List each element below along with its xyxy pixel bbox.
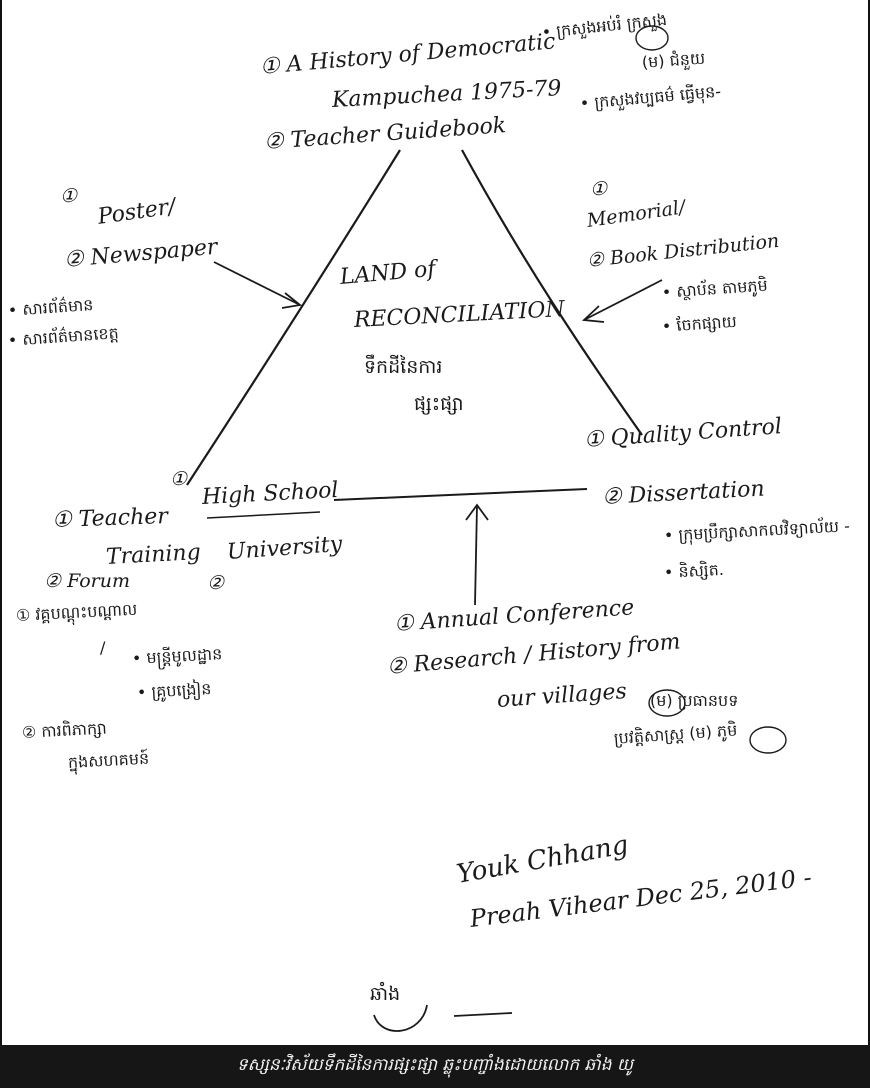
right-number-1: ①	[590, 178, 608, 200]
label-ministry-1b: (ម) ជំនួយ	[641, 48, 706, 72]
label-training: Training	[105, 540, 202, 570]
label-br-bullet-2: • និស្សិត.	[663, 559, 725, 582]
center-khmer-line-2: ផ្សះផ្សា	[414, 393, 464, 415]
label-bl-kh-2: • មន្ត្រីមូលដ្ឋាន	[131, 644, 223, 668]
bl-number-2: ②	[207, 572, 225, 594]
arrow-poster	[213, 261, 301, 306]
arrow-conference	[474, 504, 478, 606]
left-number-1: ①	[60, 185, 78, 207]
bl-number-1: ①	[170, 468, 188, 490]
label-bl-kh-3: • គ្រូបង្រៀន	[136, 679, 212, 702]
label-bl-kh-4: ② ការពិភាក្សា	[21, 718, 108, 742]
arrow-memorial	[583, 279, 663, 321]
label-bl-kh-4b: ក្នុងសហគមន៍	[67, 748, 150, 772]
center-khmer-line-1: ទឹកដីនៃការ	[364, 356, 443, 378]
sketch-sheet: ① A History of Democratic Kampuchea 1975…	[0, 0, 870, 1045]
triangle-left-side	[186, 149, 401, 486]
label-bl-kh-1b: /	[100, 638, 106, 657]
caption-bar: ទស្សនៈវិស័យទឹកដីនៃការផ្សះផ្សា ឆ្លុះបញ្ចា…	[0, 1045, 870, 1088]
signature-khmer: ឆាំង	[370, 983, 401, 1005]
triangle-right-side	[461, 149, 643, 436]
caption-text: ទស្សនៈវិស័យទឹកដីនៃការផ្សះផ្សា ឆ្លុះបញ្ចា…	[236, 1055, 634, 1075]
label-teacher: ① Teacher	[51, 503, 169, 533]
triangle-base	[333, 488, 588, 501]
label-bc-kh-1: (ម) ប្រធានបទ	[650, 691, 739, 710]
diagram-lines	[186, 25, 787, 1032]
label-forum: ② Forum	[44, 570, 130, 592]
